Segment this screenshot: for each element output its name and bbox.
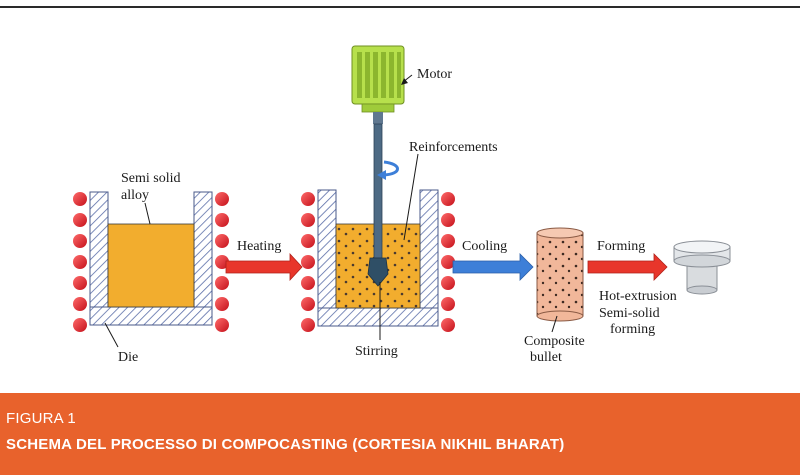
label-bullet: bullet xyxy=(530,350,562,365)
figure-caption: FIGURA 1 SCHEMA DEL PROCESSO DI COMPOCAS… xyxy=(0,393,800,475)
label-reinforcements: Reinforcements xyxy=(409,140,498,155)
label-semi-solid-forming-2: forming xyxy=(610,322,655,337)
label-semi-solid-2: alloy xyxy=(121,188,149,203)
leader-semi-solid xyxy=(144,202,151,225)
label-hot-extrusion: Hot-extrusion xyxy=(599,289,677,304)
cooling-arrow xyxy=(452,253,534,281)
label-stirring: Stirring xyxy=(355,344,398,359)
caption-title: SCHEMA DEL PROCESSO DI COMPOCASTING (COR… xyxy=(6,436,565,453)
stirrer-icon xyxy=(367,112,389,287)
compocasting-diagram: Motor Reinforcements Semi solid alloy He… xyxy=(73,45,731,365)
label-semi-solid-1: Semi solid xyxy=(121,171,181,186)
label-composite: Composite xyxy=(524,334,585,349)
rotation-arrow-icon xyxy=(383,160,399,177)
leader-motor-head xyxy=(401,78,408,85)
label-motor: Motor xyxy=(417,67,452,82)
leader-bullet xyxy=(551,315,558,333)
heating-arrow xyxy=(225,252,303,282)
leader-reinforcements xyxy=(403,153,419,241)
motor-icon xyxy=(351,45,405,113)
label-forming: Forming xyxy=(597,239,645,254)
semi-solid-alloy xyxy=(107,223,195,308)
composite-bullet xyxy=(536,227,584,322)
heater-coils-center xyxy=(301,192,455,332)
forming-arrow xyxy=(587,253,668,281)
caption-label: FIGURA 1 xyxy=(6,410,76,427)
heater-coils-left xyxy=(73,192,229,332)
rotation-arrow-head xyxy=(377,170,386,180)
top-rule xyxy=(0,6,800,8)
die-left xyxy=(89,191,213,326)
leader-die xyxy=(104,322,119,348)
label-cooling: Cooling xyxy=(462,239,507,254)
label-die: Die xyxy=(118,350,138,365)
extruded-part-icon xyxy=(673,240,731,295)
label-heating: Heating xyxy=(237,239,281,254)
label-semi-solid-forming-1: Semi-solid xyxy=(599,306,660,321)
